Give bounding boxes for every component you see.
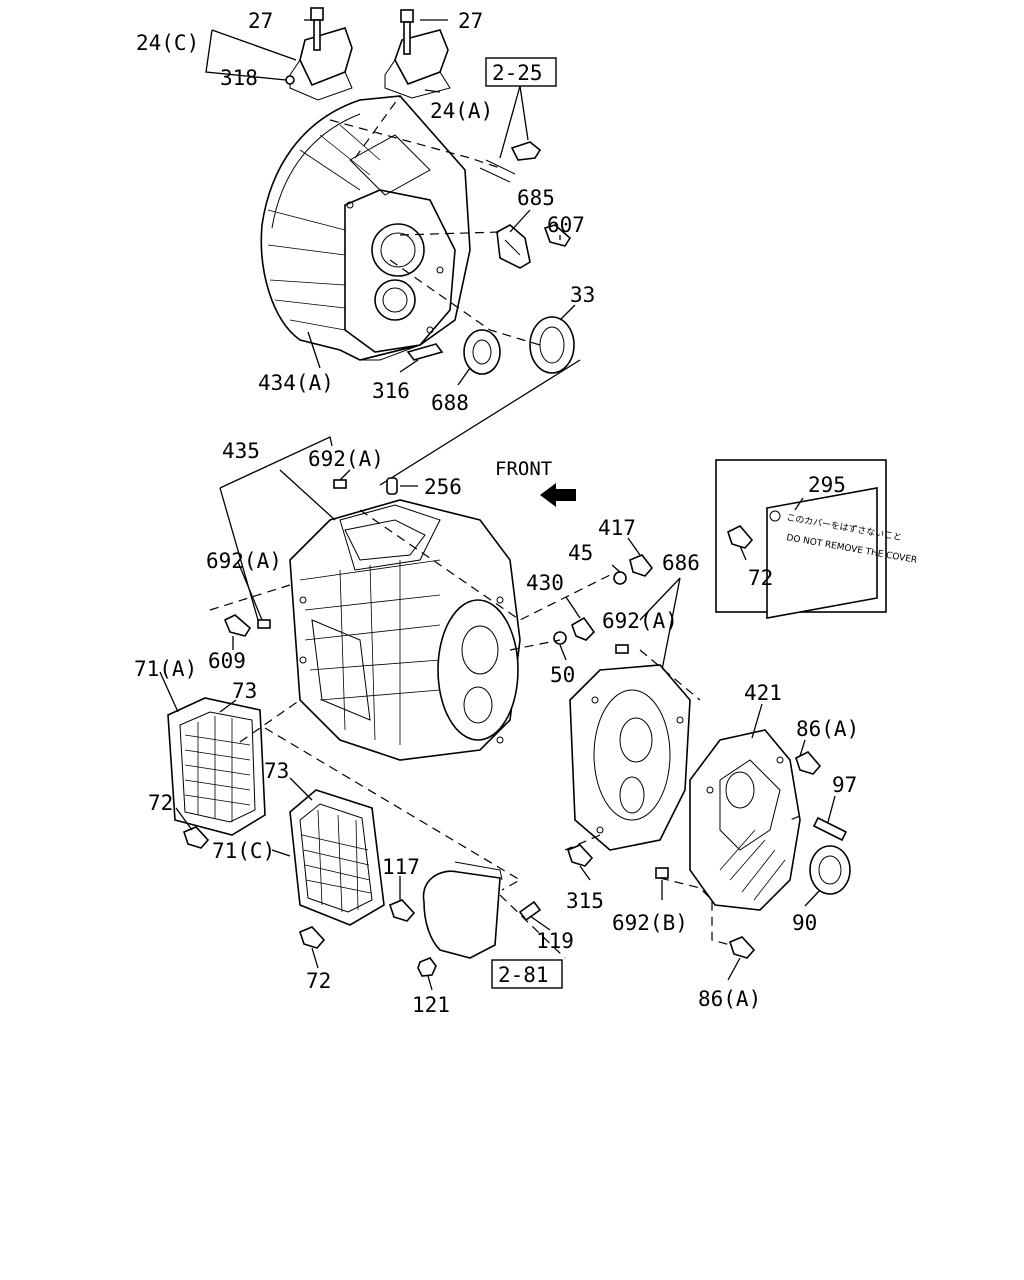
cover-24a — [384, 29, 451, 99]
front-arrow-icon — [540, 483, 576, 507]
label-72-left: 72 — [148, 791, 173, 815]
label-607: 607 — [547, 213, 585, 237]
ref-2-81: 2-81 — [498, 963, 549, 987]
label-435: 435 — [222, 439, 260, 463]
bolt-97 — [812, 816, 848, 842]
transmission-case-435 — [289, 499, 521, 761]
label-119: 119 — [536, 929, 574, 953]
bolt-27-left — [310, 7, 324, 51]
label-421: 421 — [744, 681, 782, 705]
bolt-2-25 — [479, 141, 542, 183]
cover-24c — [289, 27, 353, 101]
bracket-685 — [496, 224, 531, 269]
label-256: 256 — [424, 475, 462, 499]
seal-90 — [809, 845, 851, 895]
label-692a-right: 692(A) — [602, 609, 678, 633]
label-97: 97 — [832, 773, 857, 797]
label-45: 45 — [568, 541, 593, 565]
inset-box-295 — [715, 459, 887, 619]
side-cover-71c — [289, 789, 385, 926]
label-430: 430 — [526, 571, 564, 595]
extension-housing-421 — [689, 729, 801, 911]
label-318: 318 — [220, 66, 258, 90]
label-685: 685 — [517, 186, 555, 210]
key-316 — [406, 343, 444, 361]
washer-50 — [553, 631, 567, 645]
label-117: 117 — [382, 855, 420, 879]
adapter-plate-686 — [569, 664, 691, 851]
label-315: 315 — [566, 889, 604, 913]
label-692a-left: 692(A) — [206, 549, 282, 573]
plug-417 — [629, 554, 654, 577]
label-86a-lower: 86(A) — [698, 987, 761, 1011]
label-73-upper: 73 — [232, 679, 257, 703]
label-73-lower: 73 — [264, 759, 289, 783]
label-417: 417 — [598, 516, 636, 540]
stud-119 — [518, 900, 542, 922]
label-434a: 434(A) — [258, 371, 334, 395]
washer-45 — [613, 571, 627, 585]
label-121: 121 — [412, 993, 450, 1017]
label-688: 688 — [431, 391, 469, 415]
pto-cover-2-81 — [422, 861, 503, 959]
label-71c: 71(C) — [212, 839, 275, 863]
plug-430 — [571, 616, 596, 641]
pin-692a-top — [333, 479, 347, 489]
ref-box-2-25: 2-25 — [485, 57, 557, 87]
side-cover-71a — [167, 697, 266, 836]
label-72-inset: 72 — [748, 566, 773, 590]
label-24c: 24(C) — [136, 31, 199, 55]
pin-692a-right — [615, 644, 629, 654]
bolt-72-left — [183, 826, 210, 849]
label-27-left: 27 — [248, 9, 273, 33]
label-50: 50 — [550, 663, 575, 687]
ref-box-2-81: 2-81 — [491, 959, 563, 989]
label-90: 90 — [792, 911, 817, 935]
label-692a-top: 692(A) — [308, 447, 384, 471]
bolt-315 — [567, 844, 594, 867]
label-692b: 692(B) — [612, 911, 688, 935]
nut-121 — [417, 957, 437, 977]
label-33: 33 — [570, 283, 595, 307]
label-front: FRONT — [495, 458, 552, 480]
bearing-688 — [463, 329, 501, 375]
label-316: 316 — [372, 379, 410, 403]
bolt-607 — [543, 224, 572, 247]
bolt-117 — [389, 899, 416, 922]
bolt-72-lower — [299, 926, 326, 949]
pin-692b — [655, 867, 669, 879]
plug-256 — [386, 477, 398, 495]
washer-318 — [285, 75, 295, 85]
label-24a: 24(A) — [430, 99, 493, 123]
label-71a: 71(A) — [134, 657, 197, 681]
clutch-housing-434a — [260, 95, 471, 361]
bolt-609 — [223, 614, 252, 637]
label-295: 295 — [808, 473, 846, 497]
label-27-right: 27 — [458, 9, 483, 33]
label-86a-upper: 86(A) — [796, 717, 859, 741]
ref-2-25: 2-25 — [492, 61, 543, 85]
label-72-lower: 72 — [306, 969, 331, 993]
bolt-86a-upper — [795, 751, 822, 775]
pin-692a-left — [257, 619, 271, 629]
bolt-27-right — [400, 9, 414, 55]
seal-33 — [529, 316, 575, 374]
label-686: 686 — [662, 551, 700, 575]
label-609: 609 — [208, 649, 246, 673]
bolt-86a-lower — [729, 936, 756, 959]
